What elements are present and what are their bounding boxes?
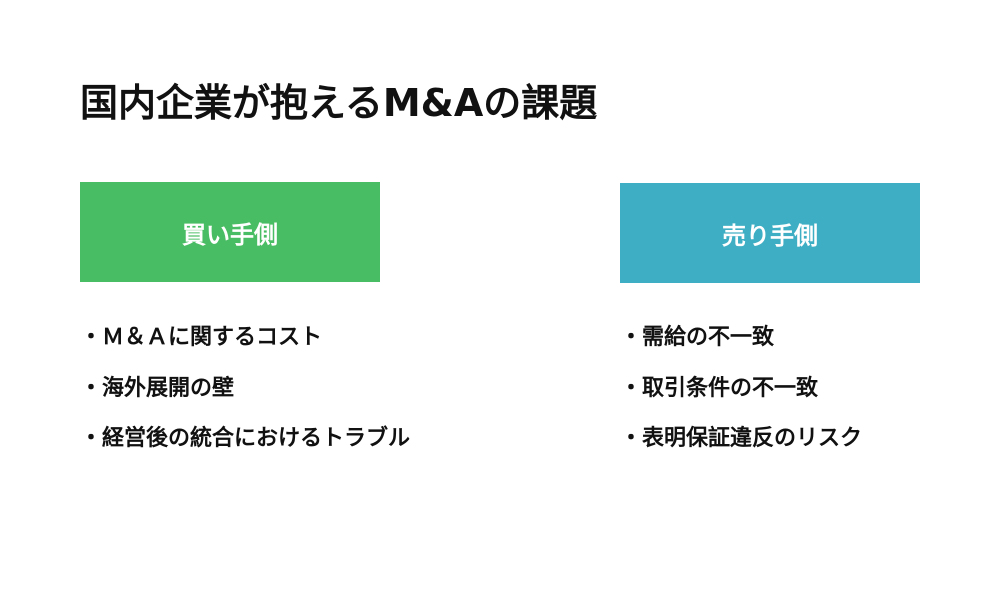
buyer-side-header: 買い手側 bbox=[80, 182, 380, 282]
seller-side-header: 売り手側 bbox=[620, 183, 920, 283]
list-item: ・経営後の統合におけるトラブル bbox=[80, 426, 411, 451]
list-item: ・Ｍ＆Ａに関するコスト bbox=[80, 325, 323, 350]
buyer-issues-list: ・Ｍ＆Ａに関するコスト ・海外展開の壁 ・経営後の統合におけるトラブル bbox=[80, 324, 410, 476]
list-item: ・表明保証違反のリスク bbox=[620, 426, 863, 451]
seller-issues-list: ・需給の不一致 ・取引条件の不一致 ・表明保証違反のリスク bbox=[620, 324, 862, 476]
list-item: ・海外展開の壁 bbox=[80, 375, 235, 401]
list-item: ・取引条件の不一致 bbox=[620, 375, 819, 401]
page-title: 国内企業が抱えるM&Aの課題 bbox=[80, 81, 598, 125]
list-item: ・需給の不一致 bbox=[620, 325, 775, 350]
seller-side-label: 売り手側 bbox=[722, 221, 818, 250]
buyer-side-label: 買い手側 bbox=[182, 220, 278, 249]
